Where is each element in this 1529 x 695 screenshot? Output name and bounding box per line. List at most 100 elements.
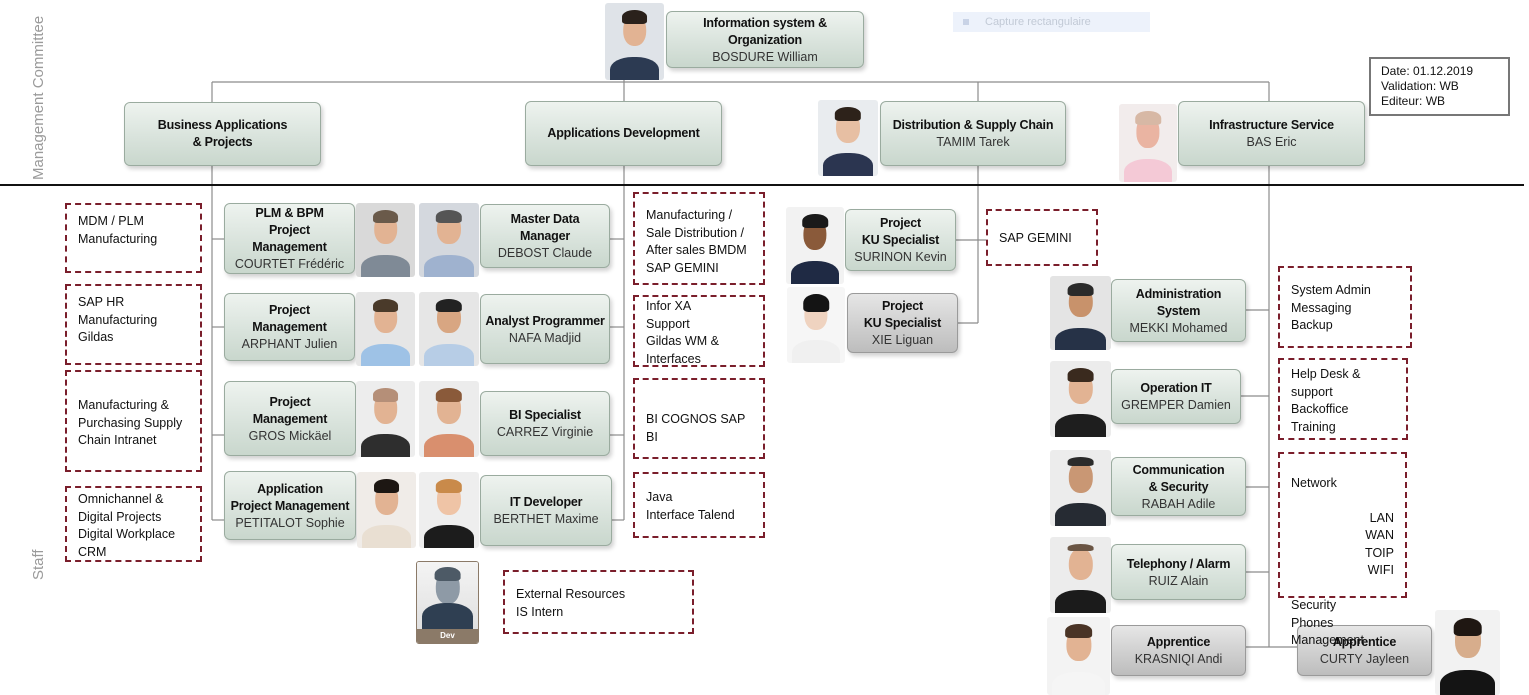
photo-gremper <box>1050 361 1111 437</box>
box-title: PLM & BPM Project Management <box>252 206 327 254</box>
photo-debost <box>419 203 479 277</box>
box-application-project-management: Application Project Management PETITALOT… <box>224 471 356 540</box>
photo-rabah <box>1050 450 1111 526</box>
box-master-data-manager: Master Data Manager DEBOST Claude <box>480 204 610 268</box>
box-ku-specialist-surinon: Project KU Specialist SURINON Kevin <box>845 209 956 271</box>
note-sap-hr: SAP HR Manufacturing Gildas <box>65 284 202 365</box>
box-communication-security: Communication & Security RABAH Adile <box>1111 457 1246 516</box>
box-title: Telephony / Alarm <box>1126 556 1231 571</box>
photo-courtet <box>356 203 415 277</box>
box-applications-development: Applications Development <box>525 101 722 166</box>
note-manufacturing-purchasing: Manufacturing & Purchasing Supply Chain … <box>65 370 202 472</box>
box-distribution-supply-chain: Distribution & Supply Chain TAMIM Tarek <box>880 101 1066 166</box>
box-ku-specialist-xie: Project KU Specialist XIE Liguan <box>847 293 958 353</box>
box-person: GREMPER Damien <box>1121 398 1231 412</box>
box-infrastructure-service: Infrastructure Service BAS Eric <box>1178 101 1365 166</box>
note-help-desk: Help Desk & support Backoffice Training <box>1278 358 1408 440</box>
box-person: KRASNIQI Andi <box>1134 652 1223 666</box>
box-person: ARPHANT Julien <box>241 337 338 351</box>
photo-krasniqi <box>1047 617 1110 695</box>
note-java-talend: Java Interface Talend <box>633 472 765 538</box>
box-person: BOSDURE William <box>712 49 818 64</box>
note-bi-cognos: BI COGNOS SAP BI <box>633 378 765 459</box>
box-title: Apprentice <box>1146 635 1211 649</box>
box-person: GROS Mickäel <box>248 428 332 443</box>
box-business-applications: Business Applications & Projects <box>124 102 321 166</box>
box-title: Applications Development <box>547 126 700 140</box>
box-it-developer: IT Developer BERTHET Maxime <box>480 475 612 546</box>
photo-tamim <box>818 100 878 176</box>
network-items: LAN WAN TOIP WIFI <box>1365 510 1394 578</box>
box-person: SURINON Kevin <box>854 250 947 264</box>
box-telephony-alarm: Telephony / Alarm RUIZ Alain <box>1111 544 1246 600</box>
box-person: CARREZ Virginie <box>496 425 594 439</box>
box-title: Project Management <box>252 394 328 426</box>
management-committee-label: Management Committee <box>30 15 47 180</box>
box-apprentice-krasniqi: Apprentice KRASNIQI Andi <box>1111 625 1246 676</box>
box-title: Project Management <box>252 303 327 334</box>
box-person: TAMIM Tarek <box>936 135 1010 149</box>
network-title: Network <box>1291 475 1337 490</box>
box-title: Application Project Management <box>230 481 350 513</box>
photo-dev-avatar: Dev <box>416 561 479 644</box>
date-box: Date: 01.12.2019 Validation: WB Editeur:… <box>1369 57 1510 116</box>
box-operation-it: Operation IT GREMPER Damien <box>1111 369 1241 424</box>
box-person: RUIZ Alain <box>1148 573 1209 588</box>
capture-icon <box>963 19 969 26</box>
box-title: Project KU Specialist <box>863 299 942 330</box>
box-title: Information system & Organization <box>703 15 827 47</box>
photo-xie <box>787 287 845 363</box>
box-person: MEKKI Mohamed <box>1129 320 1228 335</box>
note-omnichannel: Omnichannel & Digital Projects Digital W… <box>65 486 202 562</box>
date-text: Date: 01.12.2019 <box>1381 64 1474 78</box>
box-plm-bpm: PLM & BPM Project Management COURTET Fré… <box>224 203 355 274</box>
box-title: Apprentice <box>1332 635 1397 649</box>
photo-mekki <box>1050 276 1111 350</box>
capture-tool-label: Capture rectangulaire <box>985 16 1091 28</box>
photo-bas <box>1119 104 1177 182</box>
photo-gros <box>356 381 415 457</box>
box-title: Communication & Security <box>1132 462 1225 494</box>
box-apprentice-curty: Apprentice CURTY Jayleen <box>1297 625 1432 676</box>
box-person: RABAH Adile <box>1141 496 1216 511</box>
box-person: PETITALOT Sophie <box>235 515 345 530</box>
box-information-system: Information system & Organization BOSDUR… <box>666 11 864 68</box>
editeur-text: Editeur: WB <box>1381 94 1446 108</box>
box-person: CURTY Jayleen <box>1319 652 1410 666</box>
box-title: Business Applications & Projects <box>157 118 288 149</box>
box-title: BI Specialist <box>509 408 581 422</box>
photo-berthet <box>419 472 479 548</box>
note-manufacturing-sale: Manufacturing / Sale Distribution / Afte… <box>633 192 765 285</box>
note-sap-gemini: SAP GEMINI <box>986 209 1098 266</box>
validation-text: Validation: WB <box>1381 79 1459 93</box>
photo-carrez <box>419 381 479 457</box>
note-mdm-plm: MDM / PLM Manufacturing <box>65 203 202 273</box>
photo-ruiz <box>1050 537 1111 613</box>
photo-surinon <box>786 207 844 284</box>
box-person: COURTET Frédéric <box>234 257 345 271</box>
box-title: Master Data Manager <box>510 212 580 243</box>
staff-label: Staff <box>30 549 47 580</box>
dev-label: Dev <box>417 629 478 643</box>
box-title: Infrastructure Service <box>1209 118 1334 132</box>
capture-tool-hint[interactable]: Capture rectangulaire <box>953 12 1150 32</box>
box-analyst-programmer: Analyst Programmer NAFA Madjid <box>480 294 610 364</box>
note-external-resources: External Resources IS Intern <box>503 570 694 634</box>
photo-petitalot <box>357 472 416 548</box>
box-person: BAS Eric <box>1246 135 1297 149</box>
box-bi-specialist: BI Specialist CARREZ Virginie <box>480 391 610 456</box>
network-security: Security Phones Management <box>1291 598 1364 647</box>
box-person: DEBOST Claude <box>497 246 593 260</box>
photo-arphant <box>356 292 415 366</box>
box-title: Project KU Specialist <box>861 216 940 247</box>
box-project-management-arphant: Project Management ARPHANT Julien <box>224 293 355 361</box>
box-person: BERTHET Maxime <box>493 512 599 526</box>
box-title: Operation IT <box>1140 381 1212 395</box>
photo-bosdure <box>605 3 664 80</box>
box-administration-system: Administration System MEKKI Mohamed <box>1111 279 1246 342</box>
box-project-management-gros: Project Management GROS Mickäel <box>224 381 356 456</box>
box-person: XIE Liguan <box>871 333 934 347</box>
photo-curty <box>1435 610 1500 695</box>
box-title: Distribution & Supply Chain <box>892 118 1054 132</box>
